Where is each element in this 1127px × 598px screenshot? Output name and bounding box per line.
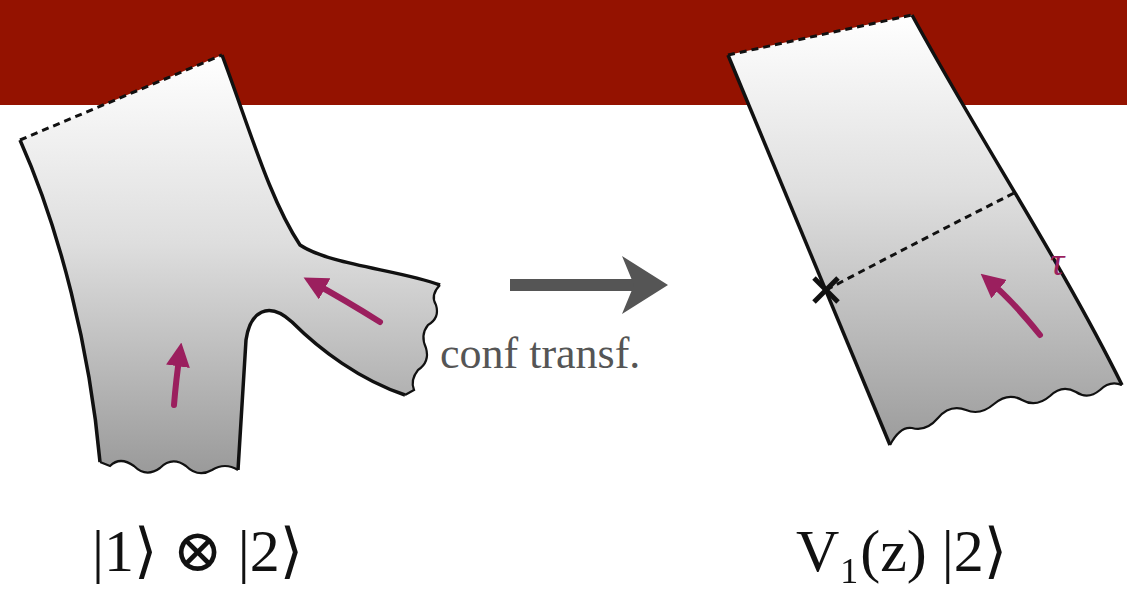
dashed-boundary bbox=[728, 15, 912, 55]
worldsheet-edge bbox=[20, 140, 100, 462]
dashed-slice bbox=[826, 192, 1016, 290]
strip-worldsheet bbox=[728, 15, 1122, 445]
dashed-boundary bbox=[20, 55, 222, 140]
transform-arrow bbox=[510, 279, 640, 291]
worldsheet-edge bbox=[222, 55, 440, 285]
time-label: τ bbox=[1050, 240, 1064, 284]
state-label: |1⟩ ⊗ |2⟩ bbox=[92, 518, 303, 584]
arrow-caption: conf transf. bbox=[440, 330, 640, 378]
wavy-boundary bbox=[890, 383, 1122, 445]
time-arrow bbox=[312, 282, 380, 322]
state-label: V₁(z) |2⟩ bbox=[796, 518, 1007, 584]
pants-worldsheet bbox=[20, 55, 440, 473]
worldsheet-edge bbox=[912, 15, 1122, 385]
time-arrow bbox=[988, 280, 1040, 335]
time-arrow bbox=[174, 352, 180, 405]
wavy-boundary bbox=[405, 285, 440, 395]
vertex-cross bbox=[814, 278, 838, 302]
worldsheet-edge bbox=[238, 311, 405, 470]
wavy-boundary bbox=[100, 461, 238, 473]
worldsheet-edge bbox=[728, 55, 890, 445]
transform-arrowhead bbox=[622, 256, 668, 314]
